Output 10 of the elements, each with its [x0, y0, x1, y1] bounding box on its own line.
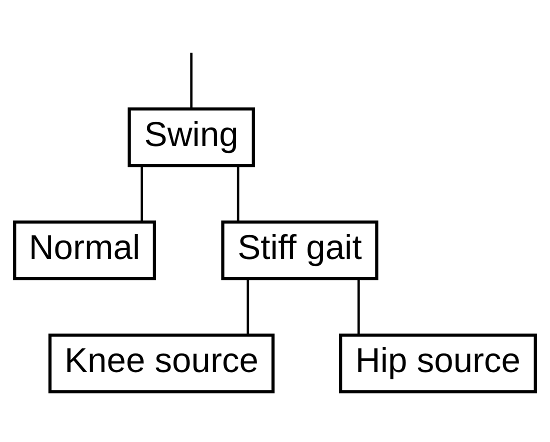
node-box: Normal — [13, 220, 156, 280]
node-box: Swing — [128, 106, 255, 167]
connector — [357, 278, 360, 334]
node-box: Stiff gait — [221, 220, 378, 280]
connector — [190, 52, 193, 108]
connector — [236, 165, 240, 221]
node-box: Knee source — [48, 333, 275, 393]
node-box: Hip source — [339, 333, 537, 393]
connector — [140, 165, 144, 221]
connector — [246, 278, 250, 334]
